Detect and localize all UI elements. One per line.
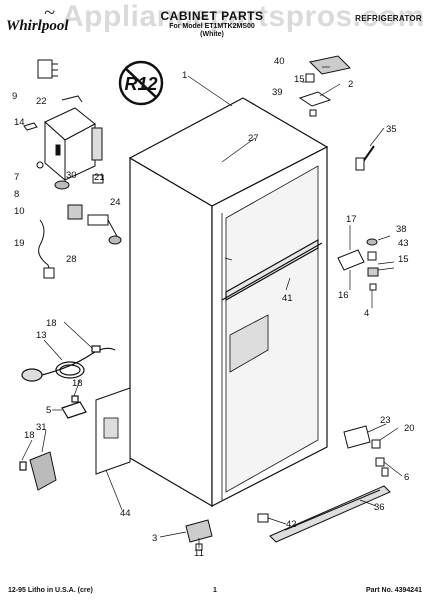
callout-label: 19: [14, 238, 25, 249]
category-label: REFRIGERATOR: [355, 14, 422, 23]
callout-label: 44: [120, 508, 131, 519]
cabinet-body: [128, 97, 329, 508]
callout-label: 9: [12, 91, 17, 102]
callout-label: 17: [346, 214, 357, 225]
callout-label: 1: [182, 70, 187, 81]
callout-label: 15: [398, 254, 409, 265]
callout-label: 42: [286, 519, 297, 530]
brand-swirl-icon: ~: [44, 2, 55, 24]
callout-labels: 1 2 3 4 5 6 7 8 9 10 11 13 14 15 15 16 1…: [12, 56, 415, 559]
callout-label: 8: [14, 189, 19, 200]
center-hinge-assembly: [337, 238, 379, 291]
callout-label: 18: [24, 430, 35, 441]
header: Appliancepartspros.com ~ Whirlpool CABIN…: [0, 0, 430, 46]
callout-label: 21: [94, 172, 105, 183]
callout-label: 18: [72, 378, 83, 389]
callout-label: 35: [386, 124, 397, 135]
callout-label: 39: [272, 87, 283, 98]
callout-label: 18: [46, 318, 57, 329]
callout-label: 2: [348, 79, 353, 90]
watermark: Appliancepartspros.com: [62, 0, 425, 33]
callout-label: 28: [66, 254, 77, 265]
callout-label: 6: [404, 472, 409, 483]
callout-label: 38: [396, 224, 407, 235]
callout-label: 24: [110, 197, 121, 208]
page-title: CABINET PARTS: [160, 9, 264, 23]
callout-label: 3: [152, 533, 157, 544]
leader-lines: [21, 66, 403, 548]
callout-label: 43: [398, 238, 409, 249]
callout-label: 31: [36, 422, 47, 433]
part-number: Part No. 4394241: [365, 587, 422, 594]
callout-label: 10: [14, 206, 25, 217]
model-variant: (White): [200, 31, 224, 38]
callout-label: 27: [248, 133, 259, 144]
model-number: For Model ET1MTK2MS00: [169, 23, 255, 30]
callout-label: 4: [364, 308, 369, 319]
r12-badge-text: R12: [124, 74, 157, 94]
callout-label: 23: [380, 415, 391, 426]
callout-label: 16: [338, 290, 349, 301]
page-number: 1: [213, 587, 217, 594]
callout-label: 5: [46, 405, 51, 416]
callout-label: 14: [14, 117, 25, 128]
callout-label: 15: [294, 74, 305, 85]
callout-label: 13: [36, 330, 47, 341]
callout-label: 36: [374, 502, 385, 513]
top-hinge-assembly: [298, 55, 375, 171]
power-cord-assembly: [19, 345, 131, 491]
control-housing: [44, 107, 103, 182]
print-info: 12-95 Litho in U.S.A. (cre): [8, 587, 93, 594]
small-parts-upper-left: [23, 59, 122, 279]
callout-label: 41: [282, 293, 293, 304]
callout-label: 40: [274, 56, 285, 67]
callout-label: 11: [194, 548, 204, 559]
callout-label: 7: [14, 172, 19, 183]
callout-label: 20: [404, 423, 415, 434]
brand-logo: Whirlpool: [6, 18, 69, 34]
r12-refrigerant-badge: R12: [118, 60, 164, 106]
callout-label: 30: [66, 170, 77, 181]
callout-label: 22: [36, 96, 47, 107]
